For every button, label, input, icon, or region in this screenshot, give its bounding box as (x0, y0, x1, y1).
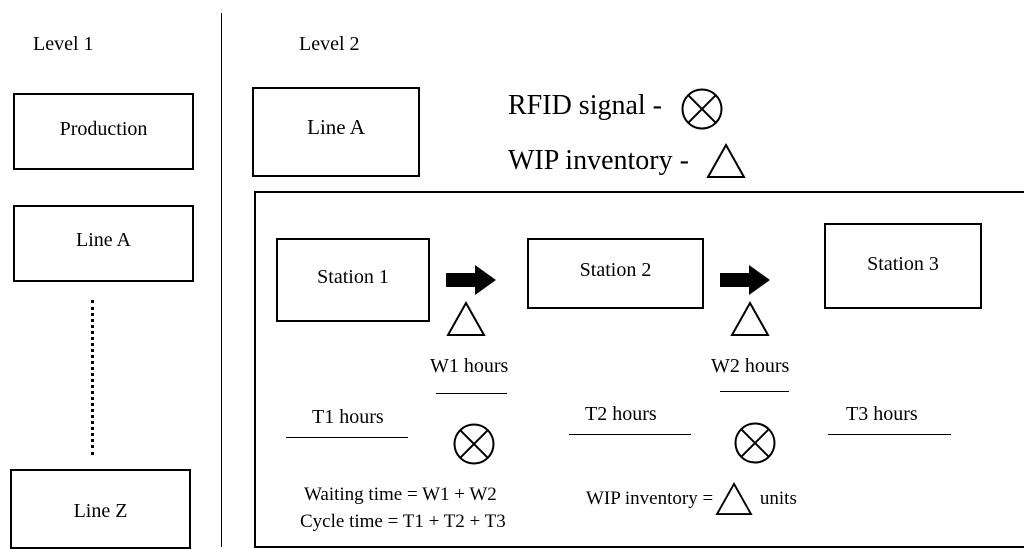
station-1-box: Station 1 (276, 238, 430, 322)
rfid-signal-icon (734, 422, 776, 464)
station-2-label: Station 2 (579, 259, 652, 281)
t2-label: T2 hours (585, 403, 657, 425)
station-2-box: Station 2 (527, 238, 704, 309)
t1-underline (286, 437, 408, 438)
w1-label: W1 hours (430, 355, 509, 377)
level2-line-a-box: Line A (252, 87, 420, 177)
wip-formula-prefix: WIP inventory = (586, 488, 714, 509)
legend-rfid-label: RFID signal - (508, 90, 662, 121)
rfid-signal-icon (453, 423, 495, 465)
legend-wip-label: WIP inventory - (508, 145, 689, 176)
wip-inventory-formula: WIP inventory = units (586, 481, 797, 517)
station-3-label: Station 3 (867, 253, 939, 275)
arrow-right-icon (446, 265, 496, 295)
w2-underline (720, 391, 789, 392)
level2-line-a-label: Line A (307, 115, 365, 139)
level-2-heading: Level 2 (299, 33, 360, 55)
level-divider (221, 13, 222, 547)
wip-inventory-icon (715, 482, 753, 516)
wip-inventory-icon (706, 142, 746, 178)
level1-box-line-z-label: Line Z (73, 500, 128, 522)
level1-box-line-a-label: Line A (76, 229, 131, 251)
level1-box-production-label: Production (59, 118, 148, 140)
w2-label: W2 hours (711, 355, 790, 377)
waiting-time-formula: Waiting time = W1 + W2 (304, 484, 497, 505)
level1-ellipsis-dotted-line (91, 300, 94, 455)
cycle-time-formula: Cycle time = T1 + T2 + T3 (300, 511, 506, 532)
t1-label: T1 hours (312, 406, 384, 428)
wip-formula-suffix: units (755, 488, 797, 509)
level1-box-production: Production (13, 93, 194, 170)
t2-underline (569, 434, 691, 435)
w1-underline (436, 393, 507, 394)
wip-inventory-icon (446, 300, 486, 336)
station-3-box: Station 3 (824, 223, 982, 309)
wip-inventory-icon (730, 300, 770, 336)
t3-label: T3 hours (846, 403, 918, 425)
rfid-signal-icon (681, 88, 723, 130)
level-1-heading: Level 1 (33, 33, 94, 55)
station-1-label: Station 1 (317, 266, 389, 288)
level1-box-line-a: Line A (13, 205, 194, 282)
arrow-right-icon (720, 265, 770, 295)
t3-underline (828, 434, 951, 435)
level1-box-line-z: Line Z (10, 469, 191, 549)
